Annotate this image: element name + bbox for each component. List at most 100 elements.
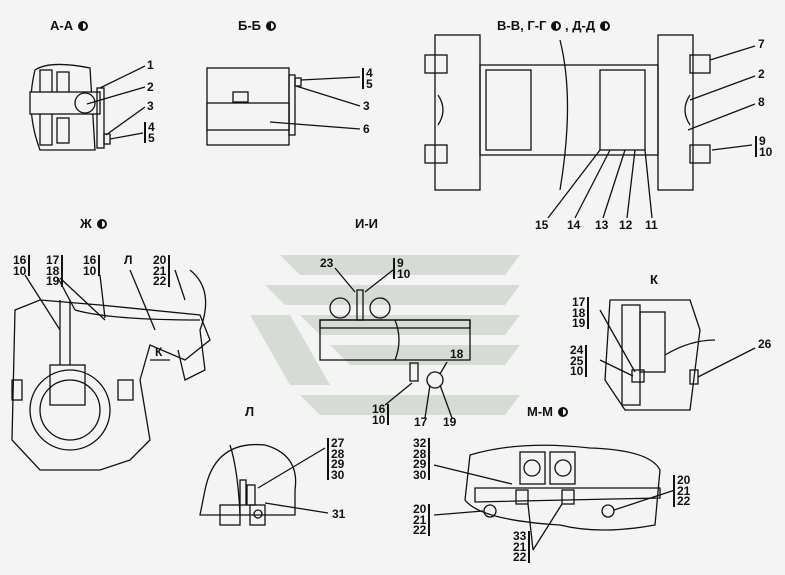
- callout: 19: [572, 316, 586, 330]
- callout: 30: [331, 467, 345, 482]
- title-section-ii: И-И: [355, 216, 379, 231]
- rotation-view-icon: [266, 21, 277, 31]
- callout: 33: [513, 529, 527, 543]
- callout: 15: [535, 218, 549, 232]
- callout: 21: [677, 483, 691, 498]
- callout: 10: [13, 263, 27, 278]
- callout: 6: [363, 122, 370, 136]
- title-text: М-М: [527, 404, 553, 419]
- callout: 20: [153, 253, 167, 267]
- rotation-view-icon: [600, 21, 611, 31]
- rotation-view-icon: [96, 219, 107, 229]
- callout: 30: [413, 467, 427, 482]
- callout: 31: [332, 507, 346, 521]
- title-text: А-А: [50, 18, 74, 33]
- callout: 10: [83, 263, 97, 278]
- callout: 17: [572, 295, 586, 309]
- rotation-view-icon: [558, 407, 568, 417]
- callout: 10: [759, 144, 773, 159]
- callout: 5: [148, 130, 155, 145]
- callout: 10: [372, 412, 386, 427]
- callout: 26: [758, 337, 772, 351]
- callout: 2: [147, 80, 154, 94]
- callout: 16: [372, 402, 386, 416]
- callout: 13: [595, 218, 609, 232]
- callout: 29: [331, 457, 345, 471]
- callout: 16: [13, 253, 27, 267]
- callout: 17: [46, 253, 60, 267]
- callout: 10: [570, 364, 584, 378]
- callout: 3: [363, 99, 370, 113]
- callout: 24: [570, 343, 584, 357]
- view-arrow-k: К: [155, 345, 163, 359]
- section-vv-drawing: [424, 34, 756, 219]
- callout: 23: [320, 256, 334, 270]
- callout: 18: [46, 263, 60, 278]
- callout: 27: [331, 436, 345, 450]
- callout: 17: [414, 415, 428, 429]
- callout: 20: [413, 502, 427, 516]
- callout: 21: [413, 512, 427, 527]
- callout: 16: [83, 253, 97, 267]
- title-text: В-В, Г-Г: [497, 18, 547, 33]
- callout: 22: [153, 274, 167, 288]
- callout: 12: [619, 218, 633, 232]
- callout: 18: [450, 347, 464, 361]
- callout: 1: [147, 58, 154, 72]
- callout: 2: [758, 67, 765, 81]
- callout: 32: [413, 436, 427, 450]
- callout: 4: [366, 66, 373, 80]
- section-aa-drawing: [29, 63, 146, 151]
- callout: 28: [331, 446, 345, 461]
- title-section-aa: А-А: [50, 18, 89, 33]
- callout: 7: [758, 37, 765, 51]
- rotation-view-icon: [78, 21, 89, 31]
- title-text: , Д-Д: [565, 18, 596, 33]
- title-text: Б-Б: [238, 18, 262, 33]
- section-ii-drawing: [319, 267, 471, 419]
- callout: 8: [758, 95, 765, 109]
- callout: 19: [443, 415, 457, 429]
- callout: 9: [397, 256, 404, 270]
- callout: 18: [572, 305, 586, 320]
- callout: 3: [147, 99, 154, 113]
- callout: 19: [46, 274, 60, 288]
- title-view-l: Л: [245, 404, 255, 419]
- callout: 22: [413, 523, 427, 537]
- watermark-logo: [250, 255, 520, 415]
- callout: Л: [124, 253, 133, 267]
- view-zh-drawing: [11, 269, 211, 471]
- callout: 28: [413, 446, 427, 461]
- callout: 20: [677, 473, 691, 487]
- title-view-k: К: [650, 272, 658, 287]
- callout: 29: [413, 457, 427, 471]
- callout: 9: [759, 134, 766, 148]
- rotation-view-icon: [551, 21, 562, 31]
- callout: 21: [153, 263, 167, 278]
- callout: 14: [567, 218, 581, 232]
- title-section-bb: Б-Б: [238, 18, 277, 33]
- title-text: Ж: [80, 216, 92, 231]
- callout: 25: [570, 353, 584, 368]
- view-l-drawing: [199, 443, 329, 526]
- callout: 5: [366, 76, 373, 91]
- callout: 10: [397, 266, 411, 281]
- section-mm-drawing: [433, 444, 676, 551]
- title-section-mm: М-М: [527, 404, 568, 419]
